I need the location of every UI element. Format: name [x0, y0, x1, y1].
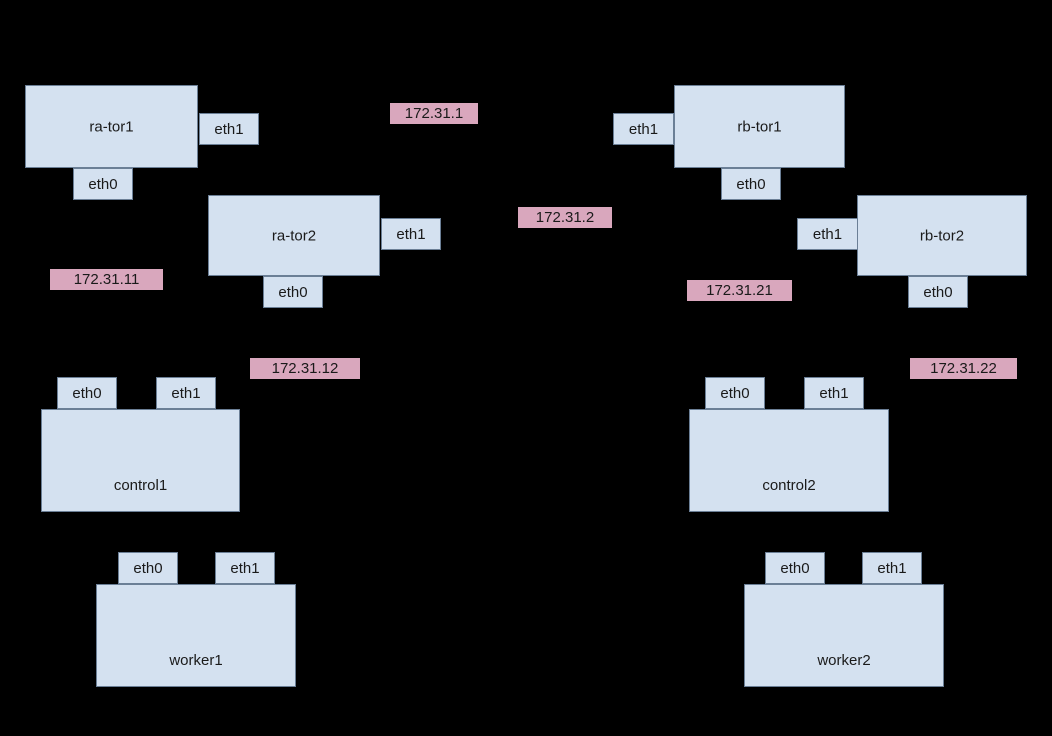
node-control1[interactable]: control1 [41, 409, 240, 512]
port-ra-tor1-eth0[interactable]: eth0 [73, 168, 133, 200]
port-worker2-eth1[interactable]: eth1 [862, 552, 922, 584]
node-ra-tor1[interactable]: ra-tor1 [25, 85, 198, 168]
port-control2-eth1[interactable]: eth1 [804, 377, 864, 409]
node-label-worker2: worker2 [817, 652, 871, 669]
port-worker1-eth1[interactable]: eth1 [215, 552, 275, 584]
port-rb-tor1-eth1[interactable]: eth1 [613, 113, 674, 145]
network-label-net-172-31-11: 172.31.11 [50, 269, 163, 290]
node-label-ra-tor1: ra-tor1 [89, 118, 134, 135]
network-label-net-172-31-1: 172.31.1 [390, 103, 478, 124]
node-worker2[interactable]: worker2 [744, 584, 944, 687]
node-control2[interactable]: control2 [689, 409, 889, 512]
node-rb-tor2[interactable]: rb-tor2 [857, 195, 1027, 276]
node-label-control1: control1 [113, 477, 168, 494]
port-control2-eth0[interactable]: eth0 [705, 377, 765, 409]
network-label-net-172-31-2: 172.31.2 [518, 207, 612, 228]
node-worker1[interactable]: worker1 [96, 584, 296, 687]
network-label-net-172-31-21: 172.31.21 [687, 280, 792, 301]
port-worker2-eth0[interactable]: eth0 [765, 552, 825, 584]
port-rb-tor2-eth1[interactable]: eth1 [797, 218, 858, 250]
node-rb-tor1[interactable]: rb-tor1 [674, 85, 845, 168]
node-label-control2: control2 [762, 477, 816, 494]
node-label-ra-tor2: ra-tor2 [271, 227, 317, 244]
port-ra-tor1-eth1[interactable]: eth1 [199, 113, 259, 145]
node-label-rb-tor2: rb-tor2 [919, 227, 965, 244]
port-ra-tor2-eth1[interactable]: eth1 [381, 218, 441, 250]
port-worker1-eth0[interactable]: eth0 [118, 552, 178, 584]
node-label-worker1: worker1 [169, 652, 223, 669]
port-control1-eth0[interactable]: eth0 [57, 377, 117, 409]
network-label-net-172-31-22: 172.31.22 [910, 358, 1017, 379]
node-label-rb-tor1: rb-tor1 [737, 118, 782, 135]
port-rb-tor2-eth0[interactable]: eth0 [908, 276, 968, 308]
network-label-net-172-31-12: 172.31.12 [250, 358, 360, 379]
port-ra-tor2-eth0[interactable]: eth0 [263, 276, 323, 308]
port-rb-tor1-eth0[interactable]: eth0 [721, 168, 781, 200]
node-ra-tor2[interactable]: ra-tor2 [208, 195, 380, 276]
port-control1-eth1[interactable]: eth1 [156, 377, 216, 409]
